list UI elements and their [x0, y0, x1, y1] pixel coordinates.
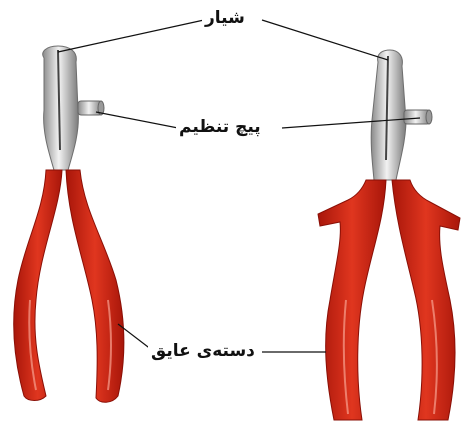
label-slot: شیار — [202, 7, 248, 29]
right-pliers-handle-2 — [392, 180, 460, 420]
left-pliers-handle-1 — [14, 170, 62, 401]
left-pliers-handle-2 — [66, 170, 124, 402]
left-pliers — [14, 46, 124, 402]
right-pliers — [318, 50, 460, 420]
label-adjust-screw: پیچ تنظیم — [176, 116, 264, 138]
left-pliers-head — [43, 46, 79, 170]
leader-slot-right — [262, 20, 388, 60]
leader-slot-left — [58, 20, 204, 52]
label-insulated-handle: دسته‌ی عایق — [148, 340, 258, 362]
right-pliers-handle-1 — [318, 180, 386, 420]
leader-screw-left — [96, 112, 178, 128]
